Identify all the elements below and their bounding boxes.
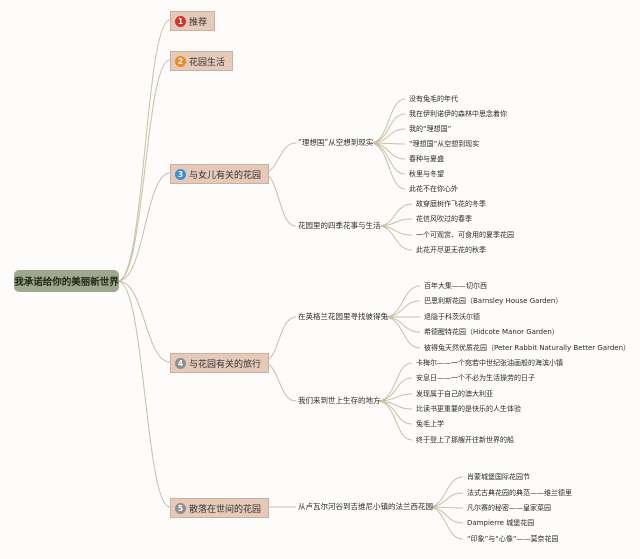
leaf-item[interactable]: 退隐于科茨沃尔德 [424,313,480,321]
subtopic-ideal-country[interactable]: “理想国”从空想到现实 [298,138,374,147]
leaf-item[interactable]: Dampierre 城堡花园 [467,519,535,527]
subtopic-peter-rabbit[interactable]: 在英格兰花园里寻找彼得兔 [298,312,388,321]
leaf-item[interactable]: 百年大集——切尔西 [424,282,487,290]
number-badge: 3 [175,168,186,180]
branch-label: 花园生活 [189,57,226,68]
branch-daughter-gardens[interactable]: 3 与女儿有关的花园 [170,164,270,184]
leaf-item[interactable]: 终于登上了那艘开往新世界的船 [416,436,514,444]
leaf-item[interactable]: 春种与夏盛 [409,155,444,163]
leaf-item[interactable]: 此花不在你心外 [409,185,458,193]
leaf-item[interactable]: 发现属于自己的澳大利亚 [416,390,493,398]
number-badge: 4 [175,357,186,369]
branch-scattered-gardens[interactable]: 5 散落在世间的花园 [170,498,270,518]
branch-garden-travel[interactable]: 4 与花园有关的旅行 [170,353,270,373]
leaf-item[interactable]: “理想国”从空想到现实 [409,140,480,148]
leaf-item[interactable]: 我的“理想国” [409,125,452,133]
leaf-item[interactable]: 花信风吹过的春季 [416,215,472,223]
leaf-item[interactable]: “印象”与“心像”——莫奈花园 [467,535,559,543]
leaf-item[interactable]: 法式古典花园的典范——维兰德里 [467,489,572,497]
leaf-item[interactable]: 一个可观赏、可食用的夏季花园 [416,231,514,239]
leaf-item[interactable]: 我在伊利诺伊的森林中思念着你 [409,110,507,118]
leaf-item[interactable]: 凡尔赛的秘密——皇家菜园 [467,504,551,512]
leaf-item[interactable]: 兔毛上学 [416,420,444,428]
leaf-item[interactable]: 安息日——一个不必为生活操劳的日子 [416,374,535,382]
branch-label: 与花园有关的旅行 [189,359,262,370]
leaf-item[interactable]: 故穿庭树作飞花的冬季 [416,200,486,208]
leaf-item[interactable]: 巴恩利斯花园（Barnsley House Garden） [424,297,563,305]
root-topic[interactable]: 我承诺给你的美丽新世界 [14,270,119,292]
subtopic-french-gardens[interactable]: 从卢瓦尔河谷到吉维尼小镇的法兰西花园 [298,502,433,511]
leaf-item[interactable]: 此花开尽更无花的秋季 [416,246,486,254]
branch-label: 散落在世间的花园 [189,504,262,515]
subtopic-four-seasons[interactable]: 花园里的四季花事与生活 [298,221,381,230]
leaf-item[interactable]: 比读书更重要的是快乐的人生体验 [416,405,521,413]
leaf-item[interactable]: 肖蒙城堡国际花园节 [467,473,530,481]
branch-label: 与女儿有关的花园 [189,170,262,181]
leaf-item[interactable]: 彼得兔天然优质花园（Peter Rabbit Naturally Better … [424,344,631,352]
leaf-item[interactable]: 卡梅尔——一个宛若中世纪张油画般的海滨小镇 [416,359,563,367]
branch-label: 推荐 [189,17,208,28]
number-badge: 1 [175,15,186,27]
leaf-item[interactable]: 希德醒特花园（Hidcote Manor Garden） [424,328,559,336]
branch-recommend[interactable]: 1 推荐 [170,11,216,31]
leaf-item[interactable]: 没有兔毛的年代 [409,95,458,103]
subtopic-where-we-live[interactable]: 我们来到世上生存的地方 [298,396,381,405]
number-badge: 2 [175,55,186,67]
number-badge: 5 [175,502,186,514]
leaf-item[interactable]: 秋里与冬望 [409,170,444,178]
branch-garden-life[interactable]: 2 花园生活 [170,51,234,71]
